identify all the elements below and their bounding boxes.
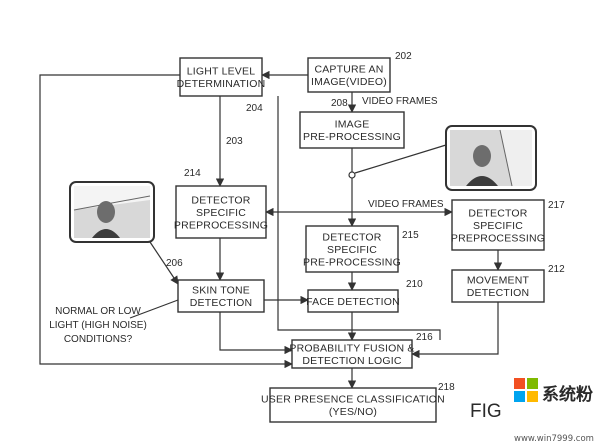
arrow-skin-to-fusion — [219, 312, 293, 355]
box-text-line: SPECIFIC — [196, 207, 246, 219]
ref-214: 214 — [184, 168, 201, 179]
ref-204: 204 — [246, 103, 263, 114]
ref-210: 210 — [406, 279, 423, 290]
box-fusion: PROBABILITY FUSION &DETECTION LOGIC — [289, 339, 414, 369]
watermark-text: 系统粉 — [542, 384, 593, 405]
box-text-line: CAPTURE AN — [314, 64, 383, 76]
line-203-to-fusion — [277, 96, 441, 340]
line-light-to-fusion — [39, 74, 293, 369]
ref-218: 218 — [438, 382, 455, 393]
ref-203: 203 — [226, 136, 243, 147]
watermark-url: www.win7999.com — [514, 434, 594, 444]
box-text-line: PREPROCESSING — [174, 219, 268, 231]
ms-red-tile — [514, 378, 525, 389]
box-text-line: DETECTOR — [468, 207, 527, 219]
box-text-line: DETECTION — [467, 287, 529, 299]
label-normal-low-2: LIGHT (HIGH NOISE) — [49, 320, 147, 331]
line-node-to-photo — [354, 144, 447, 174]
box-text-line: USER PRESENCE CLASSIFICATION — [261, 394, 445, 406]
ref-206: 206 — [166, 258, 183, 269]
box-text-line: DETECTOR — [191, 194, 250, 206]
ref-208: 208 — [331, 98, 348, 109]
watermark-logo: 系统粉 www.win7999.com — [514, 378, 594, 444]
box-user-presence: USER PRESENCE CLASSIFICATION(YES/NO) — [261, 387, 445, 423]
ms-yellow-tile — [527, 391, 538, 402]
box-text-line: IMAGE(VIDEO) — [311, 76, 387, 88]
box-text-line: PROBABILITY FUSION & — [289, 343, 414, 355]
label-video-frames-mid: VIDEO FRAMES — [368, 199, 444, 210]
box-text-line: LIGHT LEVEL — [187, 66, 256, 78]
ref-202: 202 — [395, 51, 412, 62]
line-condition-to-skin — [129, 299, 179, 319]
box-text-line: DETERMINATION — [177, 78, 266, 90]
ms-green-tile — [527, 378, 538, 389]
box-text-line: PREPROCESSING — [451, 232, 545, 244]
box-text-line: SKIN TONE — [192, 285, 250, 297]
box-text-line: PRE-PROCESSING — [303, 131, 401, 143]
box-text-line: PRE-PROCESSING — [303, 256, 401, 268]
ref-215: 215 — [402, 230, 419, 241]
box-text-line: MOVEMENT — [467, 275, 530, 287]
box-text-line: IMAGE — [335, 119, 370, 131]
label-normal-low-1: NORMAL OR LOW — [55, 306, 141, 317]
box-text-line: FACE DETECTION — [306, 296, 400, 308]
ref-216: 216 — [416, 332, 433, 343]
label-normal-low-3: CONDITIONS? — [64, 334, 133, 345]
connectors — [39, 70, 503, 389]
box-text-line: SPECIFIC — [473, 220, 523, 232]
box-text-line: SPECIFIC — [327, 244, 377, 256]
fig-label: FIG — [470, 401, 502, 422]
box-text-line: DETECTION — [190, 297, 252, 309]
box-text-line: (YES/NO) — [329, 406, 377, 418]
label-video-frames-top: VIDEO FRAMES — [362, 96, 438, 107]
box-text-line: DETECTOR — [322, 231, 381, 243]
ref-217: 217 — [548, 200, 565, 211]
photo-right — [445, 125, 537, 191]
arrow-movement-to-fusion — [411, 302, 499, 359]
photo-left — [69, 181, 155, 243]
box-text-line: DETECTION LOGIC — [302, 355, 401, 367]
arrow-photo-to-skin — [149, 241, 179, 285]
box-face-detection: FACE DETECTION — [306, 289, 400, 313]
ref-212: 212 — [548, 264, 565, 275]
junction-node — [348, 171, 356, 179]
ms-blue-tile — [514, 391, 525, 402]
